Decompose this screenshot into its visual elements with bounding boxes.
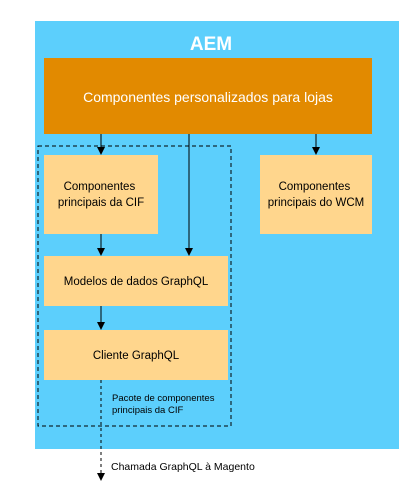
cif-core-line2: principais da CIF bbox=[58, 197, 144, 209]
custom-components-label: Componentes personalizados para lojas bbox=[83, 89, 333, 105]
cif-core-line1: Componentes bbox=[64, 181, 136, 193]
cif-package-line1: Pacote de componentes bbox=[112, 393, 215, 404]
wcm-core-components-box bbox=[260, 155, 372, 234]
cif-package-boundary bbox=[37, 145, 232, 427]
custom-components-box bbox=[44, 58, 372, 134]
graphql-client-label: Cliente GraphQL bbox=[93, 350, 180, 362]
cif-core-components-box bbox=[44, 155, 158, 234]
aem-title: AEM bbox=[190, 34, 232, 55]
wcm-core-line1: Componentes bbox=[279, 181, 351, 193]
wcm-core-line2: principais do WCM bbox=[268, 197, 365, 209]
cif-core-components-label: Componentes principais da CIF bbox=[58, 181, 144, 209]
wcm-core-components-label: Componentes principais do WCM bbox=[268, 181, 365, 209]
cif-package-line2: principais da CIF bbox=[112, 405, 183, 416]
graphql-magento-call-label: Chamada GraphQL à Magento bbox=[111, 461, 255, 473]
graphql-data-models-box bbox=[44, 256, 228, 306]
cif-package-caption: Pacote de componentes principais da CIF bbox=[112, 393, 217, 416]
graphql-client-box bbox=[44, 330, 228, 380]
graphql-data-models-label: Modelos de dados GraphQL bbox=[64, 276, 209, 288]
